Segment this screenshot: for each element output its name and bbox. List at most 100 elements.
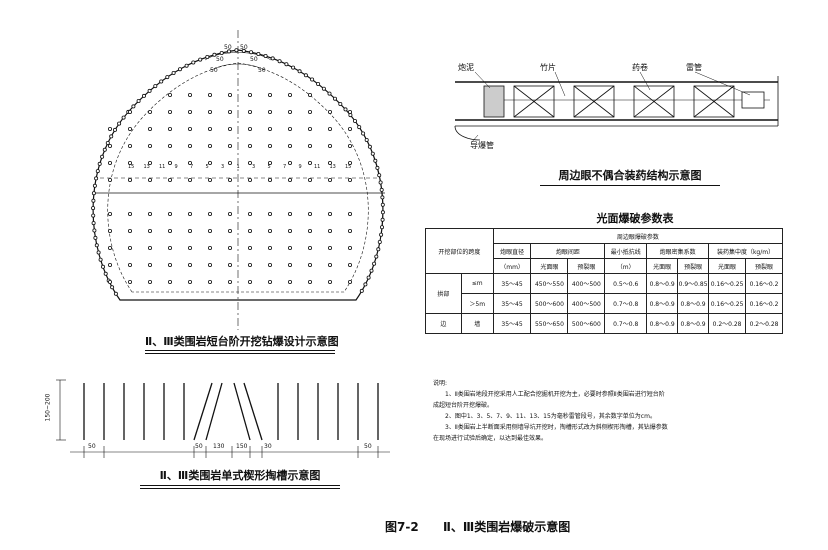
crown-dim-2: 50 [240,44,248,51]
blast-hole [147,228,152,233]
blast-hole [307,143,312,148]
blast-hole [97,161,102,166]
blast-hole [207,110,212,115]
blast-hole [380,202,385,207]
crown-dim-1: 50 [224,44,232,51]
blast-hole [227,93,232,98]
blast-hole [267,110,272,115]
hole-sequence-label: 13 [330,164,336,170]
blast-hole [127,245,132,250]
blast-hole [94,176,99,181]
blast-hole [347,177,352,182]
blast-hole [287,177,292,182]
blast-hole [247,245,252,250]
blast-hole [227,127,232,132]
blast-hole [147,110,152,115]
explosive-cartridges [513,85,735,118]
blast-hole [367,144,372,149]
blast-hole [380,210,385,215]
blast-hole [327,211,332,216]
blast-hole [91,191,96,196]
blast-hole [379,225,384,230]
hole-sequence-label: 1 [237,164,240,170]
blast-hole [117,121,122,126]
blast-hole [247,127,252,132]
notes: 说明: 1、Ⅱ类围岩地段开挖采用人工配合挖掘机开挖为主，必要时参照Ⅱ类围岩进行短… [433,378,793,444]
blast-hole [207,245,212,250]
blast-hole [227,211,232,216]
blast-hole [307,110,312,115]
blast-hole [187,110,192,115]
crown-dim-6: 50 [258,67,266,74]
blast-hole [219,51,224,56]
blast-hole [287,110,292,115]
blast-hole [187,143,192,148]
blast-hole [187,279,192,284]
blast-hole [108,262,113,267]
blast-hole [287,143,292,148]
blast-hole [307,177,312,182]
blast-hole [91,198,96,203]
blast-hole [167,245,172,250]
blast-hole [187,160,192,165]
blast-hole [108,160,113,165]
wedge-dim: 130 [213,443,225,450]
blast-hole [270,56,275,61]
blast-hole [263,54,268,59]
blast-hole [307,93,312,98]
blast-hole [227,228,232,233]
blast-hole [352,119,357,124]
blast-hole [359,288,364,293]
notes-heading: 说明: [433,380,448,387]
blast-hole [147,279,152,284]
blast-hole [227,110,232,115]
blast-hole [377,173,382,178]
blast-hole [327,91,332,96]
blast-hole [167,228,172,233]
blast-hole [91,206,96,211]
blast-hole [267,245,272,250]
blast-hole [267,143,272,148]
blast-hole [347,110,352,115]
hole-sequence-label: 15 [128,164,134,170]
blast-hole [277,59,282,64]
hole-sequence-label: 5 [206,164,209,170]
blast-hole [127,160,132,165]
hole-sequence-label: 5 [268,164,271,170]
label-mud: 炮泥 [458,63,474,72]
blast-hole [307,262,312,267]
blast-hole [227,279,232,284]
blast-hole [147,127,152,132]
blast-hole [247,93,252,98]
blast-hole [207,143,212,148]
blast-hole [267,177,272,182]
blast-hole [147,211,152,216]
blast-hole [101,264,106,269]
blast-hole [91,213,96,218]
blast-hole [147,177,152,182]
blast-hole [147,160,152,165]
blast-hole [93,235,98,240]
hole-sequence-label: 3 [252,164,255,170]
blast-hole [307,245,312,250]
blast-hole [167,160,172,165]
note-line: 3、Ⅱ类围岩上半断面采用侧墙导坑开挖时，掏槽形式改为斜侧楔形掏槽，其钻爆参数 [445,424,668,431]
blast-hole [167,110,172,115]
blast-hole [287,93,292,98]
blast-hole [247,177,252,182]
hole-sequence-label: 9 [175,164,178,170]
blast-hole [136,99,141,104]
blast-hole [347,143,352,148]
wedge-dim: 50 [195,443,203,450]
wedge-depth-label: 150~200 [44,393,52,422]
label-bamboo: 竹片 [540,63,556,72]
blast-hole [327,279,332,284]
blast-hole [127,127,132,132]
blast-hole [187,211,192,216]
blast-hole [310,77,315,82]
blast-hole [108,279,113,284]
blast-hole [287,245,292,250]
wedge-dim: 150 [236,443,248,450]
blast-hole [177,67,182,72]
blast-hole [141,93,146,98]
